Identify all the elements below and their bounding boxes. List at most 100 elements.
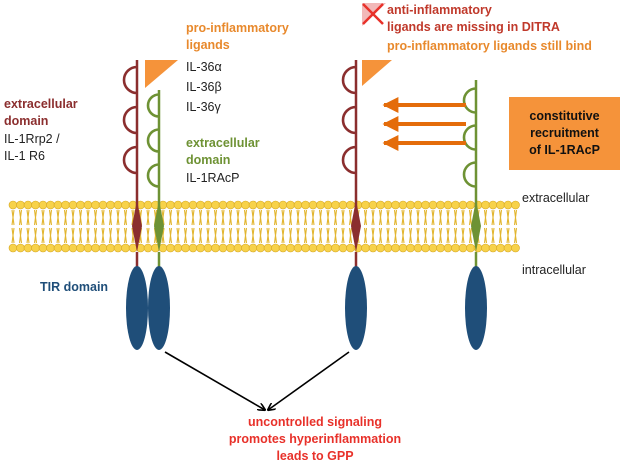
lipid-head-lower <box>173 243 183 253</box>
lipid-head-lower <box>211 243 220 253</box>
lipid-tail-lower <box>71 227 75 244</box>
lipid-head-lower <box>91 243 100 253</box>
lipid-head-lower <box>383 243 393 253</box>
lipid-tail-upper <box>468 209 473 226</box>
lipid-head-upper <box>391 200 400 210</box>
lipid-tail-upper <box>341 209 345 226</box>
lipid-tail-lower <box>348 227 353 244</box>
lipid-head-upper <box>263 200 273 210</box>
lipid-tail-upper <box>48 209 53 226</box>
lipid-head-upper <box>308 200 318 210</box>
extracellular-label: extracellular <box>522 191 590 205</box>
lipid-tail-upper <box>483 209 488 226</box>
lipid-tail-lower <box>453 227 458 244</box>
pro-inflammatory-ligands-title: pro-inflammatory ligands <box>186 21 289 52</box>
lipid-tail-lower <box>116 227 120 244</box>
lipid-head-upper <box>188 200 198 210</box>
receptor-names: IL-1Rrp2 / IL-1 R6 <box>4 132 60 163</box>
signal-arrow-left <box>164 351 265 410</box>
lipid-head-lower <box>331 243 340 253</box>
lipid-tail-upper <box>446 209 450 226</box>
lipid-tail-lower <box>438 227 443 244</box>
lipid-tail-lower <box>266 227 270 244</box>
lipid-tail-upper <box>386 209 390 226</box>
lipid-tail-upper <box>431 209 435 226</box>
lipid-head-lower <box>196 243 205 253</box>
lipid-tail-lower <box>191 227 195 244</box>
accessory-il1racp-ig-domain <box>146 128 160 153</box>
lipid-head-lower <box>98 243 108 253</box>
lipid-tail-upper <box>333 209 338 226</box>
lipid-head-lower <box>436 243 445 253</box>
lipid-tail-lower <box>213 227 218 244</box>
lipid-head-upper <box>338 200 348 210</box>
cell-membrane <box>8 200 520 253</box>
receptor-il1rrp2-ig-domain <box>122 105 138 135</box>
lipid-tail-lower <box>168 227 173 244</box>
lipid-head-upper <box>143 200 153 210</box>
lipid-head-upper <box>398 200 408 210</box>
lipid-head-upper <box>361 200 370 210</box>
lipid-tail-lower <box>63 227 68 244</box>
lipid-tail-upper <box>318 209 323 226</box>
lipid-tail-upper <box>206 209 210 226</box>
accessory-il1racp-ig-domain <box>146 93 160 118</box>
lipid-head-lower <box>53 243 63 253</box>
receptor-il1rrp2-ditra-ig-domain <box>341 105 357 135</box>
lipid-tail-upper <box>296 209 300 226</box>
lipid-head-upper <box>113 200 123 210</box>
lipid-tail-upper <box>251 209 255 226</box>
lipid-tail-upper <box>266 209 270 226</box>
lipid-head-lower <box>106 243 115 253</box>
lipid-tail-lower <box>341 227 345 244</box>
lipid-tail-upper <box>236 209 240 226</box>
accessory-il1racp-constitutive-ig-domain <box>462 124 477 151</box>
lipid-tail-upper <box>26 209 30 226</box>
lipid-head-upper <box>61 200 70 210</box>
lipid-tail-lower <box>363 227 368 244</box>
lipid-head-upper <box>368 200 378 210</box>
receptor-il1rrp2-ig-domain <box>122 65 138 95</box>
lipid-tail-upper <box>288 209 293 226</box>
lipid-tail-lower <box>228 227 233 244</box>
lipid-tail-lower <box>146 227 150 244</box>
lipid-head-lower <box>248 243 258 253</box>
lipid-tail-upper <box>198 209 203 226</box>
lipid-head-lower <box>413 243 423 253</box>
lipid-tail-lower <box>386 227 390 244</box>
receptor-il1rrp2-ditra-ig-domain <box>341 145 357 175</box>
lipid-head-lower <box>121 243 130 253</box>
lipid-head-upper <box>271 200 280 210</box>
lipid-head-lower <box>316 243 325 253</box>
lipid-tail-upper <box>243 209 248 226</box>
lipid-head-lower <box>308 243 318 253</box>
lipid-tail-lower <box>251 227 255 244</box>
lipid-tail-upper <box>273 209 278 226</box>
lipid-head-upper <box>181 200 190 210</box>
lipid-tail-upper <box>228 209 233 226</box>
lipid-tail-upper <box>401 209 405 226</box>
accessory-extracellular-domain-title: extracellular domain <box>186 136 260 167</box>
lipid-head-lower <box>428 243 438 253</box>
lipid-head-upper <box>436 200 445 210</box>
still-bind-note: pro-inflammatory ligands still bind <box>387 39 592 53</box>
lipid-head-upper <box>428 200 438 210</box>
receptor-il1rrp2-ditra-transmembrane <box>351 200 361 252</box>
lipid-head-lower <box>181 243 190 253</box>
lipid-tail-upper <box>491 209 495 226</box>
lipid-head-upper <box>76 200 85 210</box>
accessory-il1racp-constitutive-transmembrane <box>471 200 481 252</box>
lipid-head-lower <box>83 243 93 253</box>
lipid-head-lower <box>361 243 370 253</box>
lipid-tail-upper <box>303 209 308 226</box>
lipid-tail-lower <box>161 227 165 244</box>
lipid-tail-upper <box>258 209 263 226</box>
lipid-tail-lower <box>176 227 180 244</box>
lipid-head-lower <box>421 243 430 253</box>
lipid-tail-upper <box>416 209 420 226</box>
lipid-head-upper <box>376 200 385 210</box>
lipid-head-lower <box>503 243 513 253</box>
lipid-tail-lower <box>401 227 405 244</box>
lipid-head-lower <box>391 243 400 253</box>
